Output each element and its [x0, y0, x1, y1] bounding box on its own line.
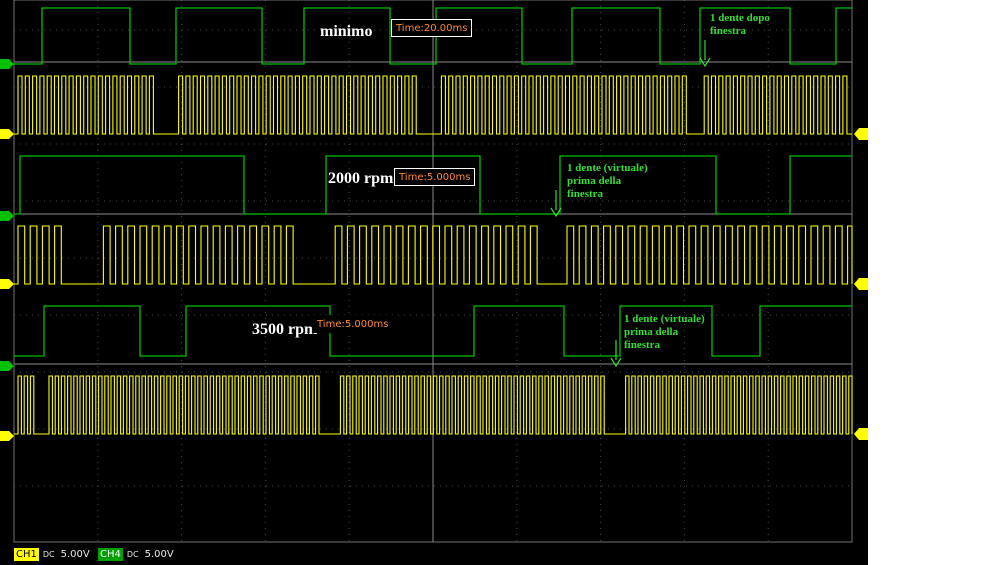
annotation-panel-3: 1 dente (virtuale) prima della finestra: [624, 313, 705, 352]
oscilloscope-display: minimo Time:20.00ms 1 dente dopo finestr…: [0, 0, 868, 565]
graticule: [13, 0, 853, 542]
speed-label-3500: 3500 rpm: [252, 321, 318, 338]
annotation-panel-1: 1 dente dopo finestra: [710, 12, 770, 38]
waveform-canvas: [0, 0, 868, 543]
ch1-trace-panel-2: [14, 225, 853, 285]
ch1-coupling: DC: [42, 550, 55, 559]
channel-marker-icon: [0, 211, 14, 221]
ch1-scale: 5.00V: [60, 549, 90, 560]
annotation-line: prima della: [567, 175, 622, 187]
speed-label-2000: 2000 rpm: [328, 170, 394, 187]
annotation-arrow-icon: [550, 190, 562, 218]
trigger-level-icon: [854, 428, 868, 440]
annotation-line: 1 dente (virtuale): [624, 313, 705, 325]
annotation-line: 1 dente (virtuale): [567, 162, 648, 174]
time-scale-readout[interactable]: Time:5.000ms: [312, 315, 394, 333]
trigger-level-icon: [854, 278, 868, 290]
channel-marker-icon: [0, 59, 14, 69]
channel-marker-icon: [0, 431, 14, 441]
ch1-trace-panel-3: [14, 375, 853, 435]
annotation-arrow-icon: [699, 40, 711, 68]
page-margin: [868, 0, 1000, 565]
annotation-panel-2: 1 dente (virtuale) prima della finestra: [567, 162, 648, 201]
channel-status-bar: [0, 544, 868, 565]
annotation-line: finestra: [710, 25, 747, 37]
time-scale-readout[interactable]: Time:20.00ms: [391, 19, 473, 37]
ch4-trace-panel-2: [14, 155, 852, 215]
ch4-name: CH4: [98, 548, 123, 561]
ch4-trace-panel-3: [14, 305, 852, 357]
channel-marker-icon: [0, 279, 14, 289]
annotation-line: prima della: [624, 326, 679, 338]
ch4-scale: 5.00V: [144, 549, 174, 560]
channel-marker-icon: [0, 129, 14, 139]
annotation-line: finestra: [567, 188, 604, 200]
trigger-level-icon: [854, 128, 868, 140]
ch1-name: CH1: [14, 548, 39, 561]
annotation-line: finestra: [624, 339, 661, 351]
time-scale-readout[interactable]: Time:5.000ms: [394, 168, 476, 186]
ch1-trace-panel-1: [14, 75, 852, 135]
annotation-line: 1 dente dopo: [710, 12, 770, 24]
ch4-coupling: DC: [126, 550, 139, 559]
speed-label-minimo: minimo: [320, 23, 373, 40]
channel-marker-icon: [0, 361, 14, 371]
annotation-arrow-icon: [610, 340, 622, 368]
